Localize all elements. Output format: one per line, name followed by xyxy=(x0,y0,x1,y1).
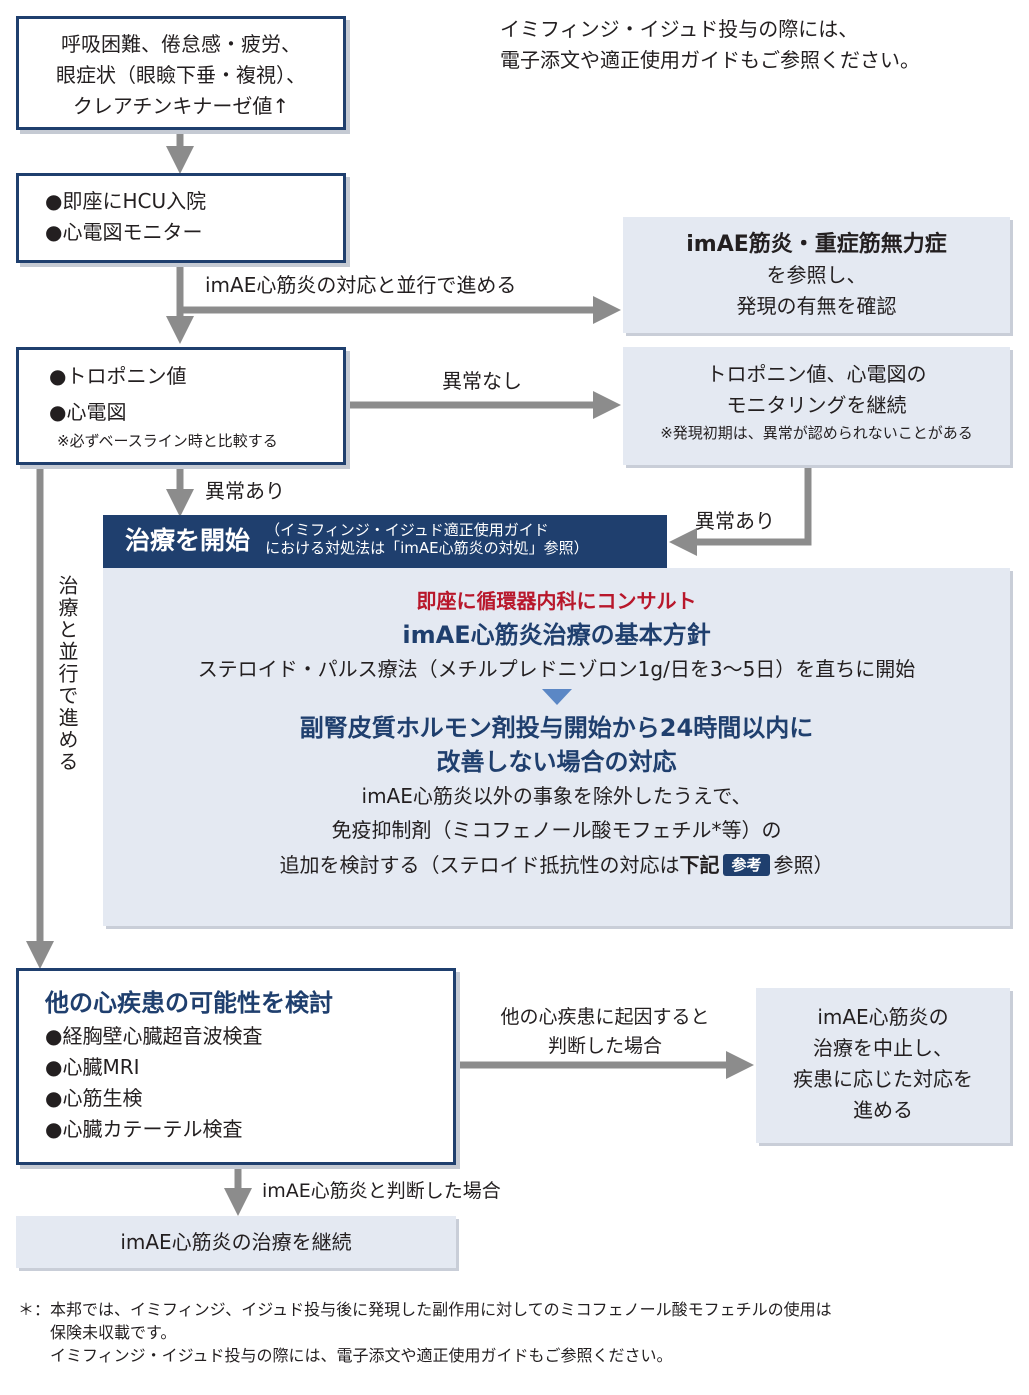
other-cause-line2: 判断した場合 xyxy=(547,1035,662,1057)
monitoring-line1: トロポニン値、心電図の xyxy=(706,362,927,386)
troponin-note: ※必ずベースライン時と比較する xyxy=(57,432,278,450)
treatment-header-note: （イミフィンジ・イジュド適正使用ガイド における対処法は「imAE心筋炎の対処」… xyxy=(265,521,589,557)
fail-text-below: 下記 xyxy=(679,853,720,877)
symptoms-line3: クレアチンキナーゼ値↑ xyxy=(72,94,290,118)
myositis-reference-line2: を参照し、 xyxy=(766,263,867,287)
down-triangle-icon xyxy=(103,685,1010,711)
side-parallel-label: 治療と並行で進める xyxy=(54,575,80,795)
top-note-line1: イミフィンジ・イジュド投与の際には、 xyxy=(500,17,859,41)
continue-treatment-text: imAE心筋炎の治療を継続 xyxy=(120,1230,352,1254)
continue-treatment-box: imAE心筋炎の治療を継続 xyxy=(16,1216,456,1268)
other-disease-title: 他の心疾患の可能性を検討 xyxy=(45,989,333,1017)
other-cause-line1: 他の心疾患に起因すると xyxy=(500,1006,710,1028)
treatment-header-note2: における対処法は「imAE心筋炎の対処」参照） xyxy=(265,539,589,557)
treatment-body: 即座に循環器内科にコンサルト imAE心筋炎治療の基本方針 ステロイド・パルス療… xyxy=(103,568,1010,926)
admission-item-ecg-monitor: ●心電図モニター xyxy=(45,220,203,244)
treatment-header-note1: （イミフィンジ・イジュド適正使用ガイド xyxy=(265,521,549,539)
fail-title-line2: 改善しない場合の対応 xyxy=(436,748,677,776)
footnote-line1: 本邦では、イミフィンジ、イジュド投与後に発現した副作用に対してのミコフェノール酸… xyxy=(50,1300,832,1319)
stop-treatment-line3: 疾患に応じた対応を xyxy=(793,1067,973,1091)
arrow-monitoring-to-treatment xyxy=(669,465,812,556)
admission-box: ●即座にHCU入院 ●心電図モニター xyxy=(16,173,346,263)
fail-text-line3: 追加を検討する（ステロイド抵抗性の対応は下記参考参照） xyxy=(103,847,1010,883)
other-disease-box: 他の心疾患の可能性を検討 ●経胸壁心臓超音波検査 ●心臓MRI ●心筋生検 ●心… xyxy=(16,968,456,1165)
abnormal-label-right: 異常あり xyxy=(695,509,775,533)
footnote-line3: イミフィンジ・イジュド投与の際には、電子添文や適正使用ガイドもご参照ください。 xyxy=(50,1346,673,1365)
treatment-header-title: 治療を開始 xyxy=(125,526,251,555)
other-disease-item-catheter: ●心臓カテーテル検査 xyxy=(45,1117,243,1141)
fail-text-line1: imAE心筋炎以外の事象を除外したうえで、 xyxy=(361,784,752,808)
parallel-label: imAE心筋炎の対応と並行で進める xyxy=(205,273,517,297)
stop-treatment-line2: 治療を中止し、 xyxy=(813,1036,953,1060)
other-cause-label: 他の心疾患に起因すると 判断した場合 xyxy=(465,1003,745,1061)
monitoring-note: ※発現初期は、異常が認められないことがある xyxy=(660,424,973,442)
fail-title-line1: 副腎皮質ホルモン剤投与開始から24時間以内に xyxy=(299,714,814,742)
policy-text: ステロイド・パルス療法（メチルプレドニゾロン1g/日を3～5日）を直ちに開始 xyxy=(197,657,916,681)
treatment-header: 治療を開始 （イミフィンジ・イジュド適正使用ガイド における対処法は「imAE心… xyxy=(103,515,667,568)
imae-judged-label: imAE心筋炎と判断した場合 xyxy=(262,1180,501,1202)
fail-text-line3a: 追加を検討する（ステロイド抵抗性の対応は xyxy=(279,853,680,877)
troponin-box: ●トロポニン値 ●心電図 ※必ずベースライン時と比較する xyxy=(16,347,346,465)
myositis-reference-box: imAE筋炎・重症筋無力症 を参照し、 発現の有無を確認 xyxy=(623,217,1010,333)
no-abnormality-label: 異常なし xyxy=(442,369,522,393)
policy-title: imAE心筋炎治療の基本方針 xyxy=(402,621,711,649)
abnormal-label-left: 異常あり xyxy=(205,479,285,503)
other-disease-item-mri: ●心臓MRI xyxy=(45,1055,140,1079)
fail-text-line2: 免疫抑制剤（ミコフェノール酸モフェチル*等）の xyxy=(331,818,782,842)
stop-treatment-line4: 進める xyxy=(853,1098,913,1122)
footnote-line2: 保険未収載です。 xyxy=(50,1323,177,1342)
myositis-reference-title: imAE筋炎・重症筋無力症 xyxy=(686,232,947,257)
reference-badge: 参考 xyxy=(723,854,770,876)
monitoring-box: トロポニン値、心電図の モニタリングを継続 ※発現初期は、異常が認められないこと… xyxy=(623,347,1010,465)
top-note: イミフィンジ・イジュド投与の際には、 電子添文や適正使用ガイドもご参照ください。 xyxy=(500,14,1010,76)
footnote: ＊： 本邦では、イミフィンジ、イジュド投与後に発現した副作用に対してのミコフェノ… xyxy=(18,1298,1018,1367)
stop-treatment-box: imAE心筋炎の 治療を中止し、 疾患に応じた対応を 進める xyxy=(756,988,1010,1143)
consult-text: 即座に循環器内科にコンサルト xyxy=(416,589,697,613)
troponin-item-troponin: ●トロポニン値 xyxy=(49,364,187,388)
admission-item-hcu: ●即座にHCU入院 xyxy=(45,189,207,213)
symptoms-line2: 眼症状（眼瞼下垂・複視）、 xyxy=(56,63,306,87)
fail-text-line3c: 参照） xyxy=(773,853,834,877)
monitoring-line2: モニタリングを継続 xyxy=(726,393,907,417)
top-note-line2: 電子添文や適正使用ガイドもご参照ください。 xyxy=(500,48,920,72)
symptoms-box: 呼吸困難、倦怠感・疲労、 眼症状（眼瞼下垂・複視）、 クレアチンキナーゼ値↑ xyxy=(16,16,346,130)
troponin-item-ecg: ●心電図 xyxy=(49,400,127,424)
other-disease-item-echo: ●経胸壁心臓超音波検査 xyxy=(45,1024,263,1048)
stop-treatment-line1: imAE心筋炎の xyxy=(817,1005,949,1029)
symptoms-line1: 呼吸困難、倦怠感・疲労、 xyxy=(61,32,301,56)
myositis-reference-line3: 発現の有無を確認 xyxy=(736,294,897,318)
other-disease-item-biopsy: ●心筋生検 xyxy=(45,1086,143,1110)
footnote-mark: ＊： xyxy=(18,1300,51,1319)
